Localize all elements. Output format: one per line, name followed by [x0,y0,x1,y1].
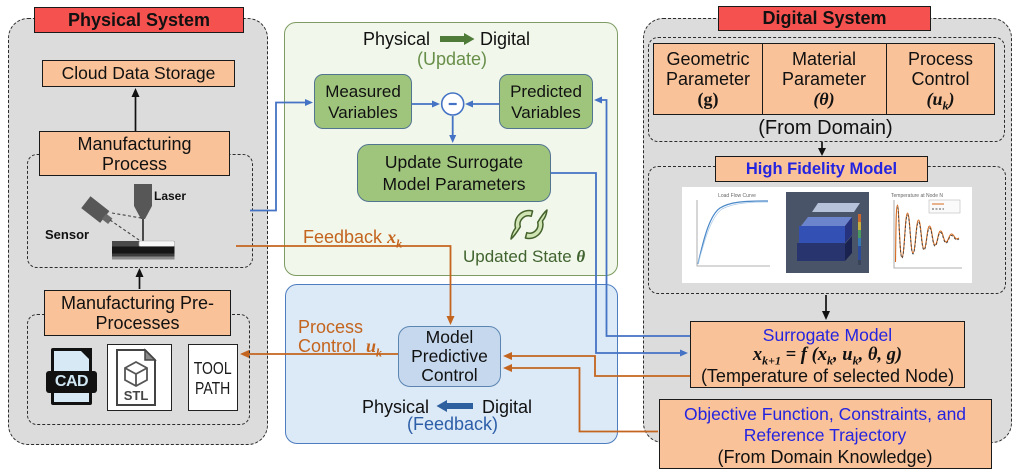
svg-text:Load Flow Curve: Load Flow Curve [718,193,756,199]
svg-text:Temperature at Node N: Temperature at Node N [891,193,943,199]
svg-text:STL: STL [124,388,149,403]
